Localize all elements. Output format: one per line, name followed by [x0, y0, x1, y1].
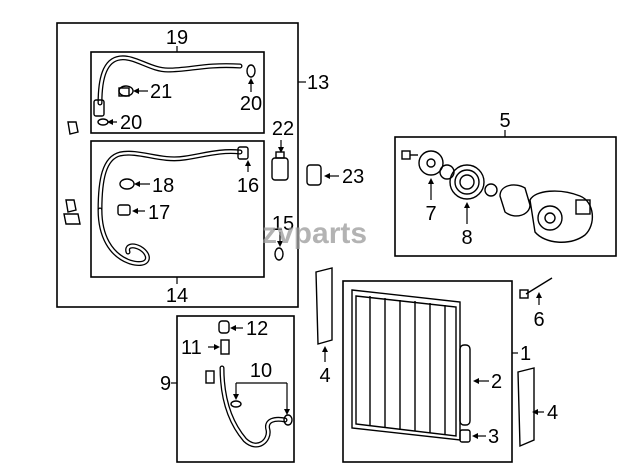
clutch-plate-7: [418, 150, 444, 176]
callout-8: 8: [461, 227, 472, 249]
callout-17: 17: [148, 202, 170, 224]
callout-10: 10: [250, 360, 272, 382]
callout-4-left: 4: [319, 365, 330, 387]
group-13-box: [56, 22, 299, 308]
bolt-6: [519, 277, 553, 299]
callout-14: 14: [166, 285, 188, 307]
fitting-18: [119, 178, 135, 190]
callout-4-right: 4: [547, 402, 558, 424]
cap-12: [218, 320, 230, 334]
callout-20-lower: 20: [120, 112, 142, 134]
leaders: [107, 78, 544, 439]
callout-3: 3: [488, 426, 499, 448]
callout-12: 12: [246, 318, 268, 340]
callout-5: 5: [499, 110, 510, 132]
callout-13: 13: [307, 72, 329, 94]
pulley-8: [449, 164, 485, 200]
fitting-21: [118, 85, 134, 97]
bolt-7: [401, 150, 418, 160]
cap-3: [459, 429, 471, 443]
callout-19: 19: [166, 27, 188, 49]
bracket-4-right: [517, 367, 535, 448]
bracket-4-left: [315, 267, 333, 345]
o-ring-15: [274, 247, 284, 261]
callout-9: 9: [160, 373, 171, 395]
valve-11: [220, 339, 230, 355]
callout-2: 2: [491, 371, 502, 393]
group-1-box: [342, 280, 513, 463]
hose-14: [97, 146, 249, 266]
compressor: [499, 184, 593, 243]
clip-23: [306, 164, 322, 186]
callout-7: 7: [425, 203, 436, 225]
watermark: zvparts: [262, 217, 367, 250]
hose-19: [93, 55, 256, 117]
receiver-22: [271, 151, 289, 181]
condenser: [351, 289, 471, 441]
callout-23: 23: [342, 166, 364, 188]
callout-22: 22: [272, 118, 294, 140]
callout-16: 16: [237, 175, 259, 197]
group-5-box: [394, 136, 617, 257]
callout-6: 6: [533, 309, 544, 331]
bracket-9: [205, 370, 215, 384]
bracket-left: [63, 121, 81, 225]
snap-ring: [439, 164, 498, 197]
valve-17: [117, 204, 131, 216]
hose-9: [219, 365, 288, 448]
callout-1: 1: [520, 343, 531, 365]
callout-18: 18: [152, 175, 174, 197]
callout-21: 21: [150, 81, 172, 103]
callout-15: 15: [272, 213, 294, 235]
callout-11: 11: [181, 337, 202, 359]
o-ring-20-upper: [97, 118, 109, 126]
callout-20-upper: 20: [240, 93, 262, 115]
o-ring-10: [230, 400, 293, 426]
group-9-box: [176, 315, 295, 463]
